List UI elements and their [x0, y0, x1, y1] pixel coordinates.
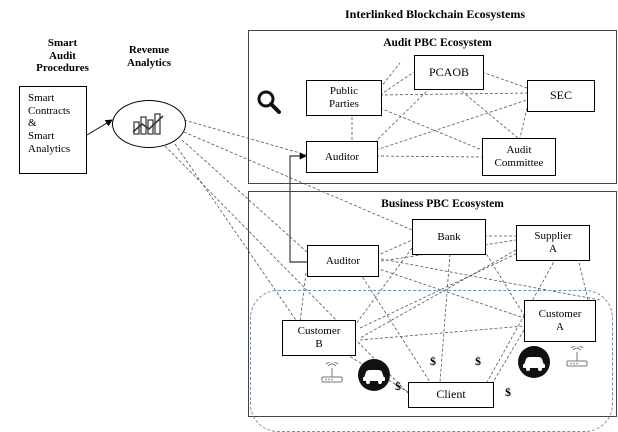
car-icon: [518, 346, 550, 378]
customer-b-node: Customer B: [282, 320, 356, 356]
audit-committee-node: Audit Committee: [482, 138, 556, 176]
business-pbc-panel: [248, 191, 617, 417]
audit-pbc-title: Audit PBC Ecosystem: [383, 37, 492, 49]
supplier-a-node: Supplier A: [516, 225, 590, 261]
sec-node: SEC: [527, 80, 595, 112]
payment-symbol: $: [395, 379, 401, 393]
payment-symbol: $: [475, 354, 481, 368]
smart-contracts-box: Smart Contracts & Smart Analytics: [19, 86, 87, 174]
customer-a-node: Customer A: [524, 300, 596, 342]
audit-auditor-node: Auditor: [306, 141, 378, 173]
analytics-chart-icon: [132, 113, 164, 135]
revenue-analytics-node: [112, 100, 186, 148]
car-icon: [358, 359, 390, 391]
client-node: Client: [408, 382, 494, 408]
wireless-router-icon: [566, 346, 588, 367]
bank-node: Bank: [412, 219, 486, 255]
public-parties-node: Public Parties: [306, 80, 382, 116]
diagram-canvas: Interlinked Blockchain Ecosystems Smart …: [19, 7, 617, 432]
smart-audit-procedures-title: Smart Audit Procedures: [36, 37, 89, 75]
business-pbc-title: Business PBC Ecosystem: [381, 198, 504, 210]
payment-symbol: $: [430, 354, 436, 368]
revenue-analytics-title: Revenue Analytics: [127, 44, 171, 69]
pcaob-node: PCAOB: [414, 55, 484, 90]
business-auditor-node: Auditor: [307, 245, 379, 277]
payment-symbol: $: [505, 385, 511, 399]
audit-pbc-panel: [248, 30, 617, 184]
wireless-router-icon: [321, 362, 343, 383]
magnifier-icon: [257, 90, 281, 114]
main-title: Interlinked Blockchain Ecosystems: [344, 7, 525, 21]
